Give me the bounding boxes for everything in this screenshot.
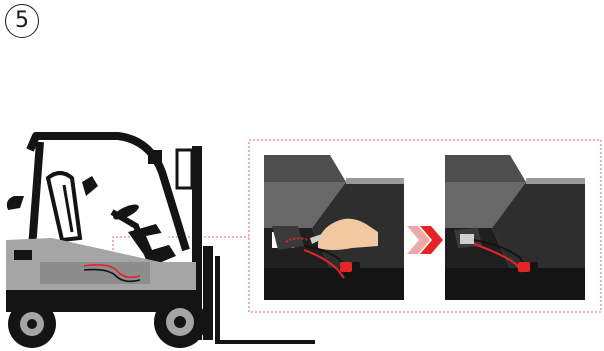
forklift-seat-back bbox=[48, 173, 80, 240]
double-chevron-right-icon bbox=[407, 226, 443, 254]
forklift-guard-light bbox=[148, 150, 162, 164]
forklift-fork bbox=[215, 340, 315, 344]
panel-before-connection bbox=[264, 155, 404, 300]
forklift-rear-hub-center bbox=[27, 319, 37, 329]
panel-before-terminal-red bbox=[340, 262, 352, 272]
forklift-rear-light bbox=[14, 250, 32, 260]
forklift-armrest bbox=[82, 176, 98, 196]
forklift-mast-light bbox=[177, 150, 192, 188]
panel-after-terminal-black bbox=[530, 262, 538, 272]
panel-before-floor bbox=[264, 268, 404, 300]
forklift-front-hub-center bbox=[174, 316, 186, 328]
connector-connected-icon bbox=[460, 234, 474, 244]
forklift-rear-handle bbox=[7, 196, 24, 210]
panel-after-terminal-red bbox=[518, 262, 530, 272]
forklift-rear-post bbox=[32, 142, 40, 248]
forklift-fork-upright bbox=[215, 256, 220, 344]
panel-after-connection bbox=[445, 155, 585, 300]
panel-before-lip bbox=[346, 178, 404, 184]
panel-after-lip bbox=[526, 178, 585, 184]
panel-after-floor bbox=[445, 268, 585, 300]
panel-before-terminal-black bbox=[352, 262, 360, 272]
